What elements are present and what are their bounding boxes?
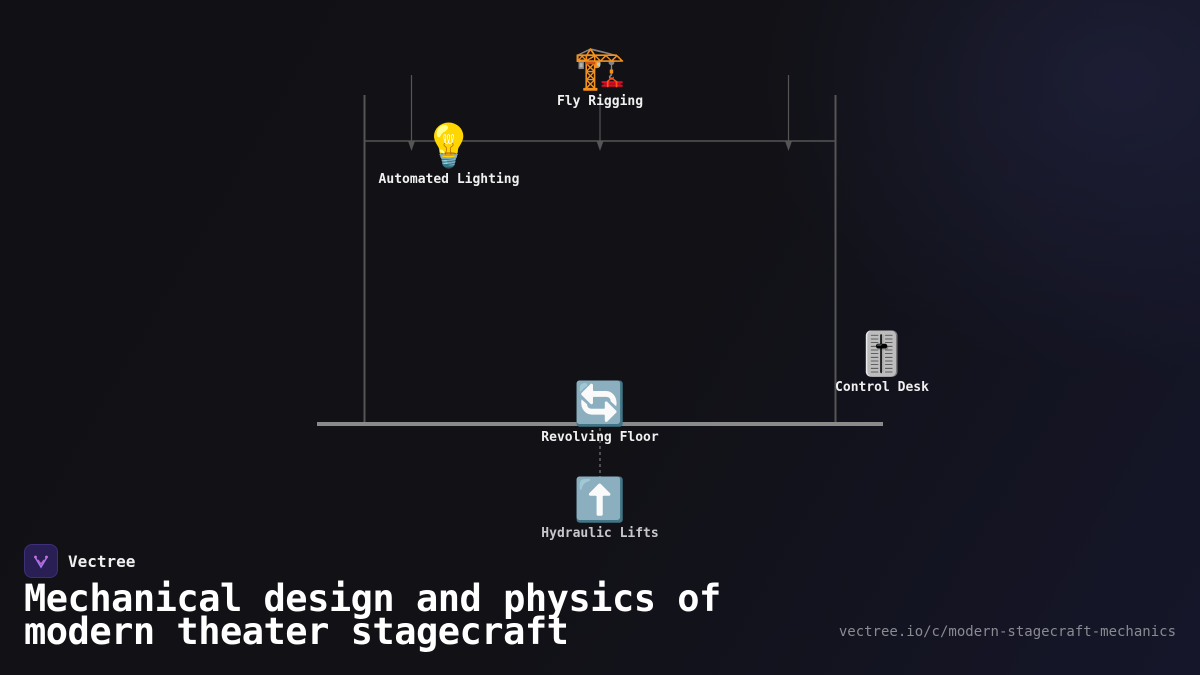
rigging-arrow-right [785, 141, 792, 151]
brand: Vectree [24, 544, 135, 578]
fly-rigging-label: Fly Rigging [556, 94, 644, 109]
source-url: vectree.io/c/modern-stagecraft-mechanics [838, 624, 1176, 640]
rigging-arrow-left [408, 141, 415, 151]
lightbulb-icon: 💡 [422, 121, 476, 170]
page-title: Mechanical design and physics of modern … [24, 577, 721, 653]
rotate-arrows-icon: 🔄 [573, 379, 627, 428]
up-arrow-icon: ⬆️ [573, 475, 627, 524]
vectree-logo-icon [24, 544, 58, 578]
node-fly-rigging: 🏗️ Fly Rigging [556, 43, 644, 110]
control-desk-label: Control Desk [835, 380, 929, 395]
rigging-arrow-center [596, 141, 604, 151]
node-hydraulic-lifts: ⬆️ Hydraulic Lifts [541, 475, 659, 542]
hydraulic-lifts-label: Hydraulic Lifts [541, 526, 659, 541]
level-slider-icon: 🎚️ [855, 329, 909, 378]
automated-lighting-label: Automated Lighting [378, 172, 520, 187]
node-control-desk: 🎚️ Control Desk [835, 329, 929, 396]
brand-name: Vectree [68, 551, 136, 571]
revolving-floor-label: Revolving Floor [541, 430, 659, 445]
node-automated-lighting: 💡 Automated Lighting [378, 121, 520, 188]
crane-icon: 🏗️ [573, 43, 627, 92]
node-revolving-floor: 🔄 Revolving Floor [541, 379, 659, 446]
